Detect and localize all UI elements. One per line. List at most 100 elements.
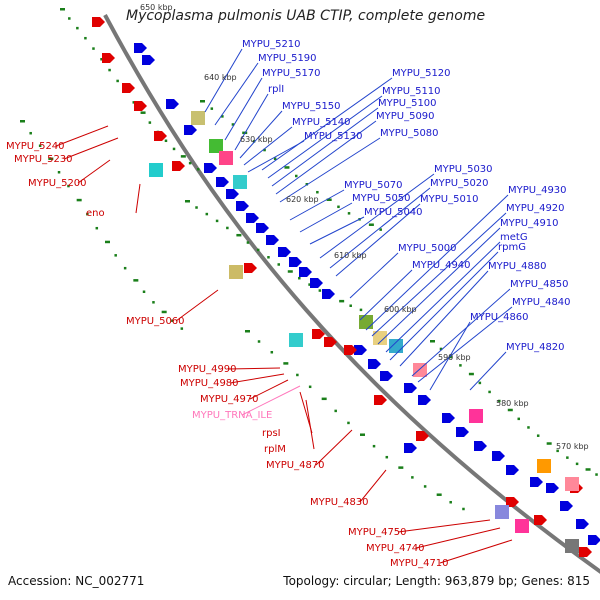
tick-dot: [246, 241, 250, 244]
label-line: [389, 251, 499, 361]
gene-block: [289, 333, 303, 347]
tick-dot: [298, 276, 301, 280]
tick-dot: [277, 263, 280, 266]
gene-label: MYPU_5170: [262, 68, 321, 79]
gene-block: [359, 315, 373, 329]
tick-dot: [507, 408, 513, 412]
topology-text: Topology: circular; Length: 963,879 bp; …: [283, 574, 590, 588]
tick-dot: [439, 347, 443, 351]
gene-arrow: [404, 383, 417, 393]
gene-arrow: [456, 427, 469, 437]
gene-arrow: [256, 223, 269, 233]
gene-arrow: [134, 101, 147, 111]
tick-dot: [385, 455, 389, 459]
tick-dot: [95, 226, 99, 230]
gene-label: MYPU_4860: [470, 312, 529, 323]
label-line: [175, 289, 219, 322]
gene-block: [209, 139, 223, 153]
label-line: [239, 110, 283, 159]
tick-dot: [308, 385, 312, 389]
label-line: [377, 227, 501, 345]
tick-dot: [321, 397, 327, 401]
gene-arrow: [418, 395, 431, 405]
tick-dot: [92, 47, 95, 50]
gene-arrow: [576, 519, 589, 529]
gene-arrow: [506, 497, 519, 507]
gene-block: [149, 163, 163, 177]
gene-arrow: [416, 431, 429, 441]
gene-arrow: [154, 131, 167, 141]
tick-dot: [205, 212, 209, 216]
tick-dot: [257, 340, 261, 343]
gene-block: [537, 459, 551, 473]
kbp-tick-label: 620 kbp: [286, 195, 319, 204]
tick-dot: [38, 144, 42, 147]
gene-arrow: [204, 163, 217, 173]
gene-arrow: [534, 515, 547, 525]
label-line: [229, 373, 285, 384]
gene-label: MYPU_5110: [382, 86, 441, 97]
tick-dot: [84, 36, 87, 40]
tick-dot: [318, 289, 322, 292]
gene-label: MYPU_4830: [310, 497, 369, 508]
tick-dot: [180, 327, 184, 330]
gene-label: MYPU_5080: [380, 128, 439, 139]
tick-dot: [337, 205, 340, 209]
gene-arrow: [184, 125, 197, 135]
tick-dot: [195, 206, 198, 209]
gene-label: MYPU_4820: [506, 342, 565, 353]
gene-label: MYPU_5070: [344, 180, 403, 191]
label-line: [359, 269, 413, 321]
gene-arrow: [530, 477, 543, 487]
tick-dot: [347, 421, 350, 425]
tick-dot: [360, 433, 365, 436]
gene-arrow: [289, 257, 302, 267]
tick-dot: [60, 8, 65, 11]
gene-label: MYPU_4850: [510, 279, 569, 290]
label-line: [249, 379, 289, 400]
label-line: [299, 202, 353, 233]
gene-label: MYPU_5210: [242, 39, 301, 50]
gene-arrow: [579, 547, 592, 557]
label-line: [234, 93, 269, 151]
label-line: [289, 189, 345, 221]
gene-arrow: [442, 413, 455, 423]
gene-arrow: [299, 267, 312, 277]
map-title: Mycoplasma pulmonis UAB CTIP, complete g…: [126, 8, 486, 24]
label-line: [397, 519, 491, 533]
gene-block: [389, 339, 403, 353]
tick-dot: [372, 444, 376, 448]
tick-dot: [231, 123, 235, 126]
label-line: [429, 321, 471, 391]
tick-dot: [172, 147, 176, 151]
tick-dot: [67, 184, 70, 188]
tick-dot: [200, 100, 205, 103]
gene-label: MYPU_5050: [352, 193, 411, 204]
gene-arrow: [172, 161, 185, 171]
tick-dot: [148, 121, 152, 124]
gene-label: MYPU_5130: [304, 131, 363, 142]
label-line: [371, 212, 507, 337]
label-lines: [55, 48, 513, 564]
tick-dot: [76, 198, 82, 202]
tick-dot: [379, 228, 382, 231]
gene-block: [413, 363, 427, 377]
kbp-tick-label: 610 kbp: [334, 251, 367, 260]
gene-label: MYPU_4920: [506, 203, 565, 214]
tick-dot: [462, 507, 465, 511]
tick-dot: [171, 319, 174, 322]
label-line: [411, 288, 511, 377]
label-line: [243, 126, 293, 166]
gene-label: MYPU_5040: [364, 207, 423, 218]
tick-dot: [449, 355, 452, 359]
gene-label: MYPU_4910: [500, 218, 559, 229]
gene-arrow: [474, 441, 487, 451]
tick-dot: [295, 174, 298, 178]
label-line: [267, 95, 383, 179]
gene-label: MYPU_4980: [180, 378, 239, 389]
label-line: [365, 194, 509, 331]
tick-dot: [267, 256, 270, 259]
gene-arrow: [312, 329, 325, 339]
gene-arrow: [374, 395, 387, 405]
